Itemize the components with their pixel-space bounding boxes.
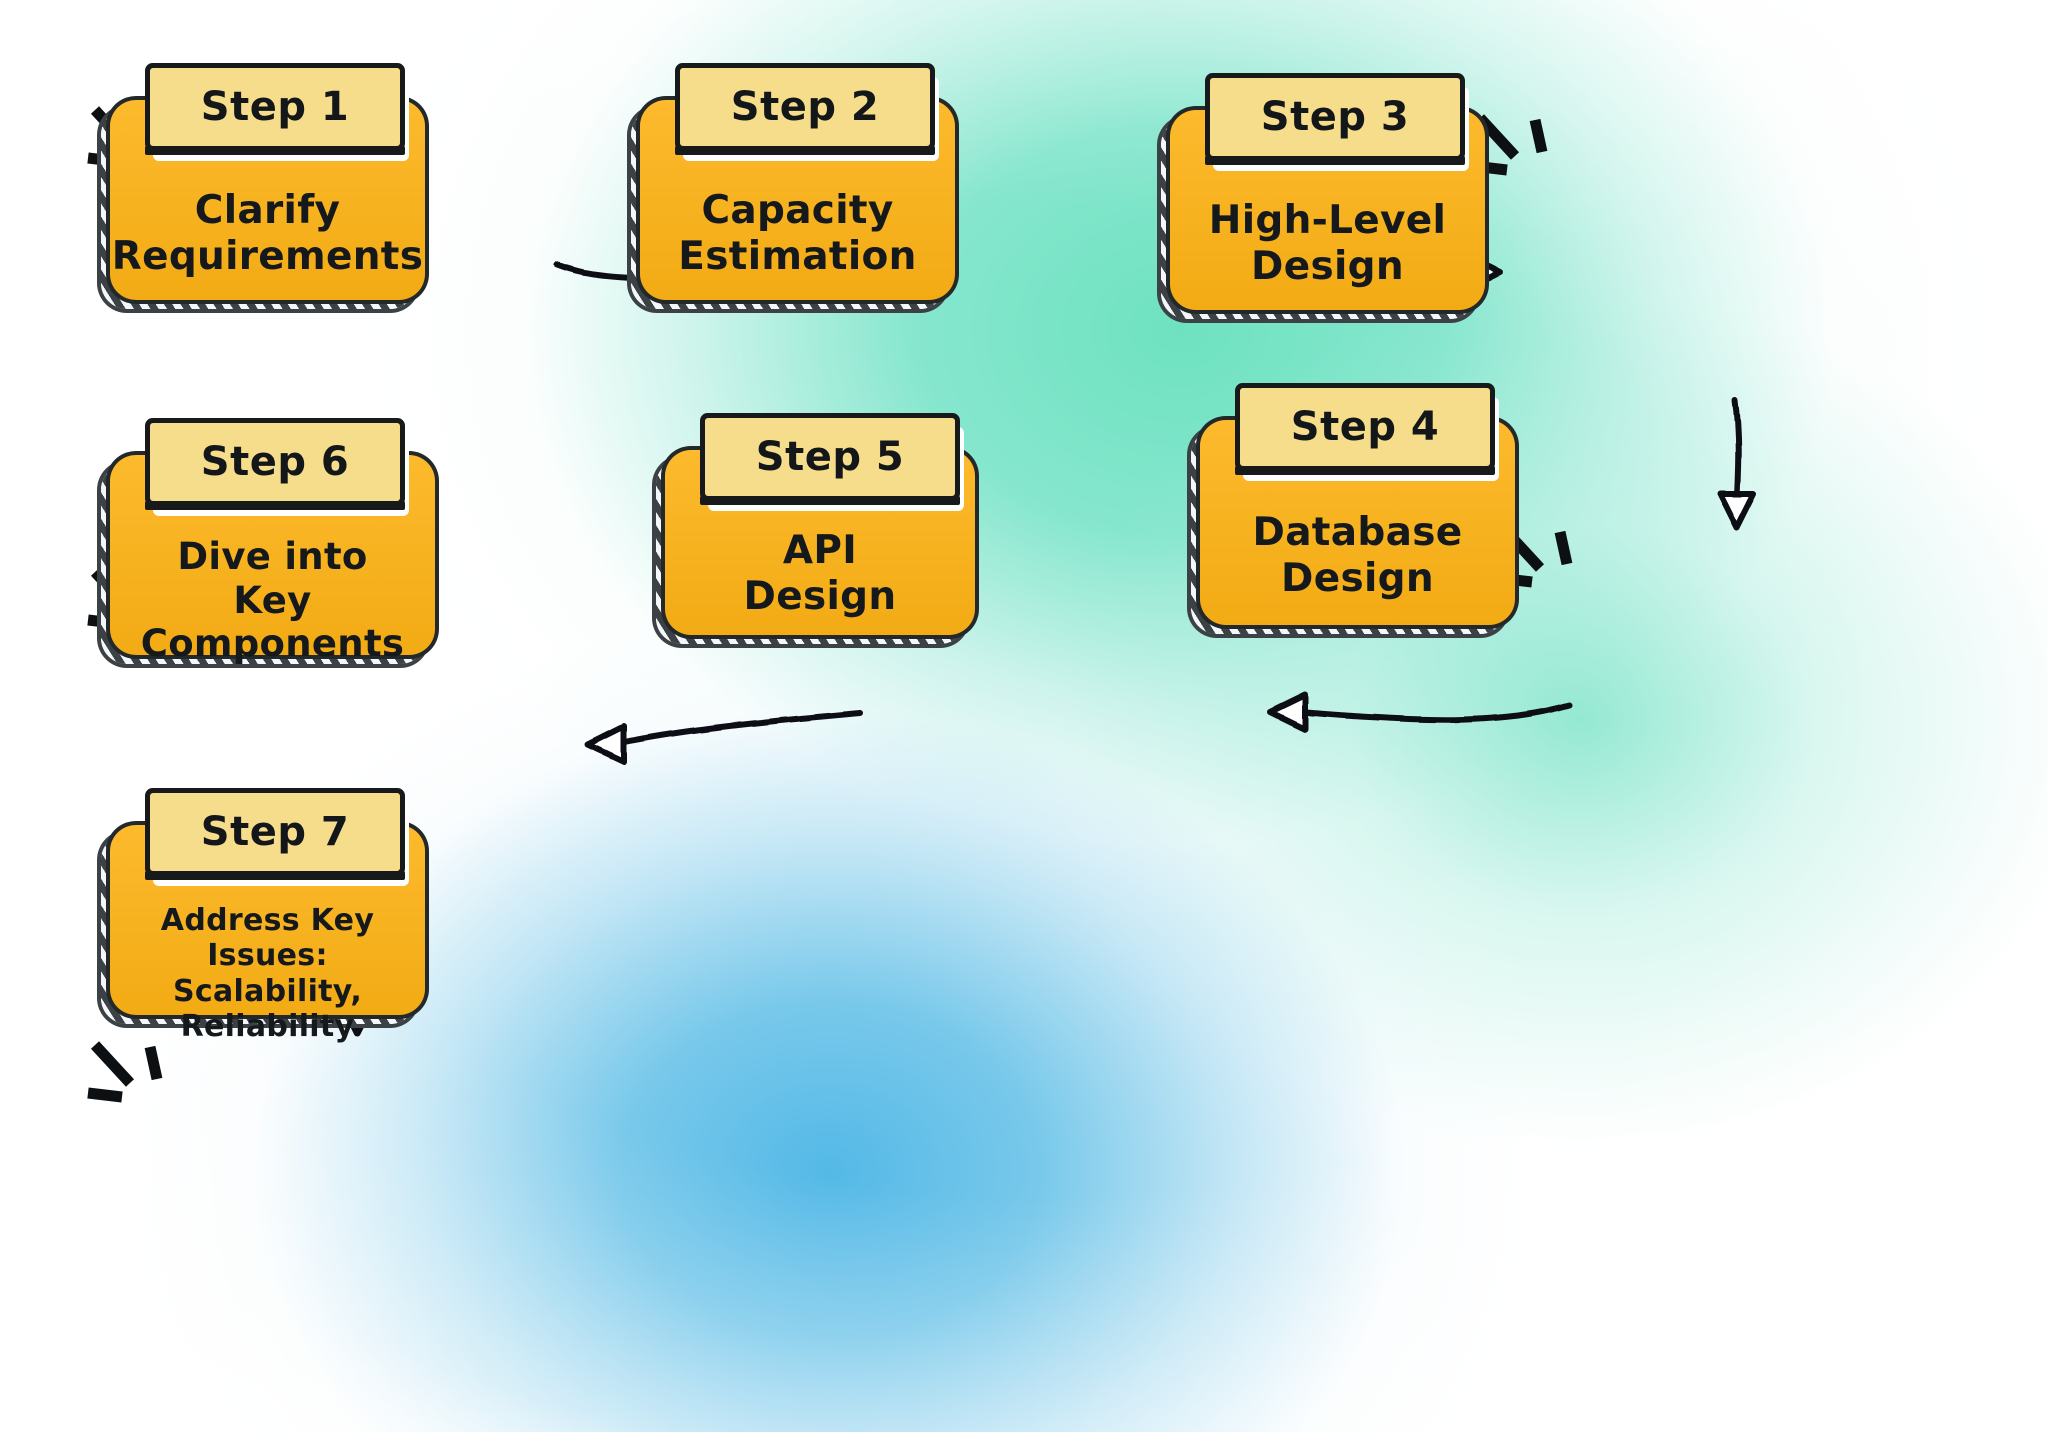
node-step-tab: Step 4 <box>1235 388 1496 478</box>
node-n1[interactable]: Clarify Requirements Step 1 <box>101 68 425 309</box>
tab-label: Step 6 <box>200 439 350 485</box>
node-step-tab: Step 1 <box>145 68 406 158</box>
tab-label: Step 1 <box>200 84 350 130</box>
tab-body <box>145 68 405 155</box>
tab-label: Step 7 <box>200 809 350 855</box>
node-step-tab: Step 6 <box>145 423 406 513</box>
node-n4[interactable]: Database Design Step 4 <box>1191 388 1515 634</box>
node-label: Clarify Requirements <box>111 188 424 280</box>
node-step-tab: Step 7 <box>145 793 406 883</box>
node-label: Database Design <box>1252 510 1463 602</box>
tab-label: Step 3 <box>1260 94 1410 140</box>
node-step-tab: Step 5 <box>700 418 961 508</box>
node-step-tab: Step 2 <box>675 68 936 158</box>
node-label: Address Key Issues: Scalability, Reliabi… <box>160 903 375 1045</box>
tab-body <box>1235 388 1495 475</box>
node-n2[interactable]: Capacity Estimation Step 2 <box>631 68 955 309</box>
tab-body <box>145 793 405 880</box>
node-n5[interactable]: API Design Step 5 <box>656 418 975 644</box>
node-n6[interactable]: Dive into Key Components Step 6 <box>101 423 435 665</box>
tab-body <box>700 418 960 505</box>
node-label: Dive into Key Components <box>140 535 405 666</box>
node-label: High-Level Design <box>1208 198 1447 290</box>
node-n3[interactable]: High-Level Design Step 3 <box>1161 78 1485 319</box>
tab-label: Step 2 <box>730 84 880 130</box>
node-label: Capacity Estimation <box>678 188 917 280</box>
tab-label: Step 4 <box>1290 404 1440 450</box>
tab-body <box>145 423 405 510</box>
tab-label: Step 5 <box>755 434 905 480</box>
node-step-tab: Step 3 <box>1205 78 1466 168</box>
node-label: API Design <box>743 528 897 620</box>
node-n7[interactable]: Address Key Issues: Scalability, Reliabi… <box>101 793 425 1044</box>
tab-body <box>1205 78 1465 165</box>
